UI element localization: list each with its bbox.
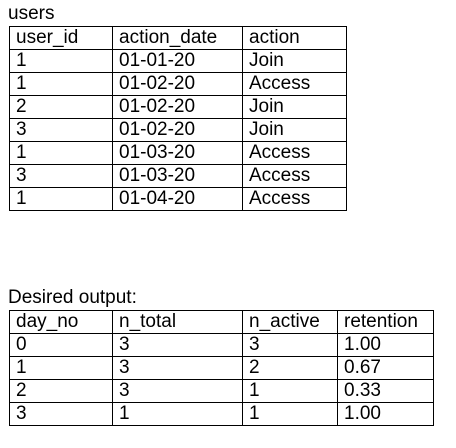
cell-action: Access [242,164,347,188]
cell-day-no: 1 [9,356,113,380]
column-header-action-date: action_date [112,26,243,50]
cell-n-active: 1 [242,402,338,426]
table-row: 3 01-02-20 Join [9,118,347,142]
cell-action-date: 01-01-20 [112,49,243,73]
table-row: 1 3 2 0.67 [9,356,434,380]
table-row: 1 01-01-20 Join [9,49,347,73]
cell-action-date: 01-03-20 [112,164,243,188]
cell-day-no: 0 [9,333,113,357]
cell-n-active: 1 [242,379,338,403]
table-row: 2 3 1 0.33 [9,379,434,403]
header-row: user_id action_date action [9,26,347,50]
cell-user-id: 2 [9,95,113,119]
column-header-retention: retention [337,310,434,334]
cell-action: Join [242,49,347,73]
cell-action-date: 01-02-20 [112,72,243,96]
cell-n-total: 3 [112,356,243,380]
output-table-caption: Desired output: [8,287,137,308]
column-header-day-no: day_no [9,310,113,334]
output-table: day_no n_total n_active retention 0 3 3 … [9,310,434,426]
cell-day-no: 3 [9,402,113,426]
cell-n-total: 1 [112,402,243,426]
cell-n-total: 3 [112,379,243,403]
cell-user-id: 1 [9,141,113,165]
cell-action-date: 01-03-20 [112,141,243,165]
cell-n-active: 2 [242,356,338,380]
cell-day-no: 2 [9,379,113,403]
column-header-n-total: n_total [112,310,243,334]
cell-action: Access [242,72,347,96]
users-table-caption: users [8,3,55,24]
cell-user-id: 1 [9,72,113,96]
cell-user-id: 3 [9,118,113,142]
table-row: 3 01-03-20 Access [9,164,347,188]
table-row: 1 01-04-20 Access [9,187,347,211]
cell-user-id: 1 [9,187,113,211]
cell-retention: 1.00 [337,402,434,426]
cell-action: Access [242,141,347,165]
column-header-n-active: n_active [242,310,338,334]
cell-action: Join [242,118,347,142]
column-header-user-id: user_id [9,26,113,50]
cell-action-date: 01-02-20 [112,95,243,119]
cell-user-id: 1 [9,49,113,73]
cell-action: Access [242,187,347,211]
cell-n-active: 3 [242,333,338,357]
cell-action: Join [242,95,347,119]
cell-user-id: 3 [9,164,113,188]
cell-retention: 0.67 [337,356,434,380]
table-row: 2 01-02-20 Join [9,95,347,119]
header-row: day_no n_total n_active retention [9,310,434,334]
table-row: 0 3 3 1.00 [9,333,434,357]
cell-retention: 0.33 [337,379,434,403]
cell-retention: 1.00 [337,333,434,357]
cell-action-date: 01-02-20 [112,118,243,142]
table-row: 1 01-02-20 Access [9,72,347,96]
table-row: 3 1 1 1.00 [9,402,434,426]
users-table: user_id action_date action 1 01-01-20 Jo… [9,26,347,211]
cell-n-total: 3 [112,333,243,357]
column-header-action: action [242,26,347,50]
table-row: 1 01-03-20 Access [9,141,347,165]
cell-action-date: 01-04-20 [112,187,243,211]
